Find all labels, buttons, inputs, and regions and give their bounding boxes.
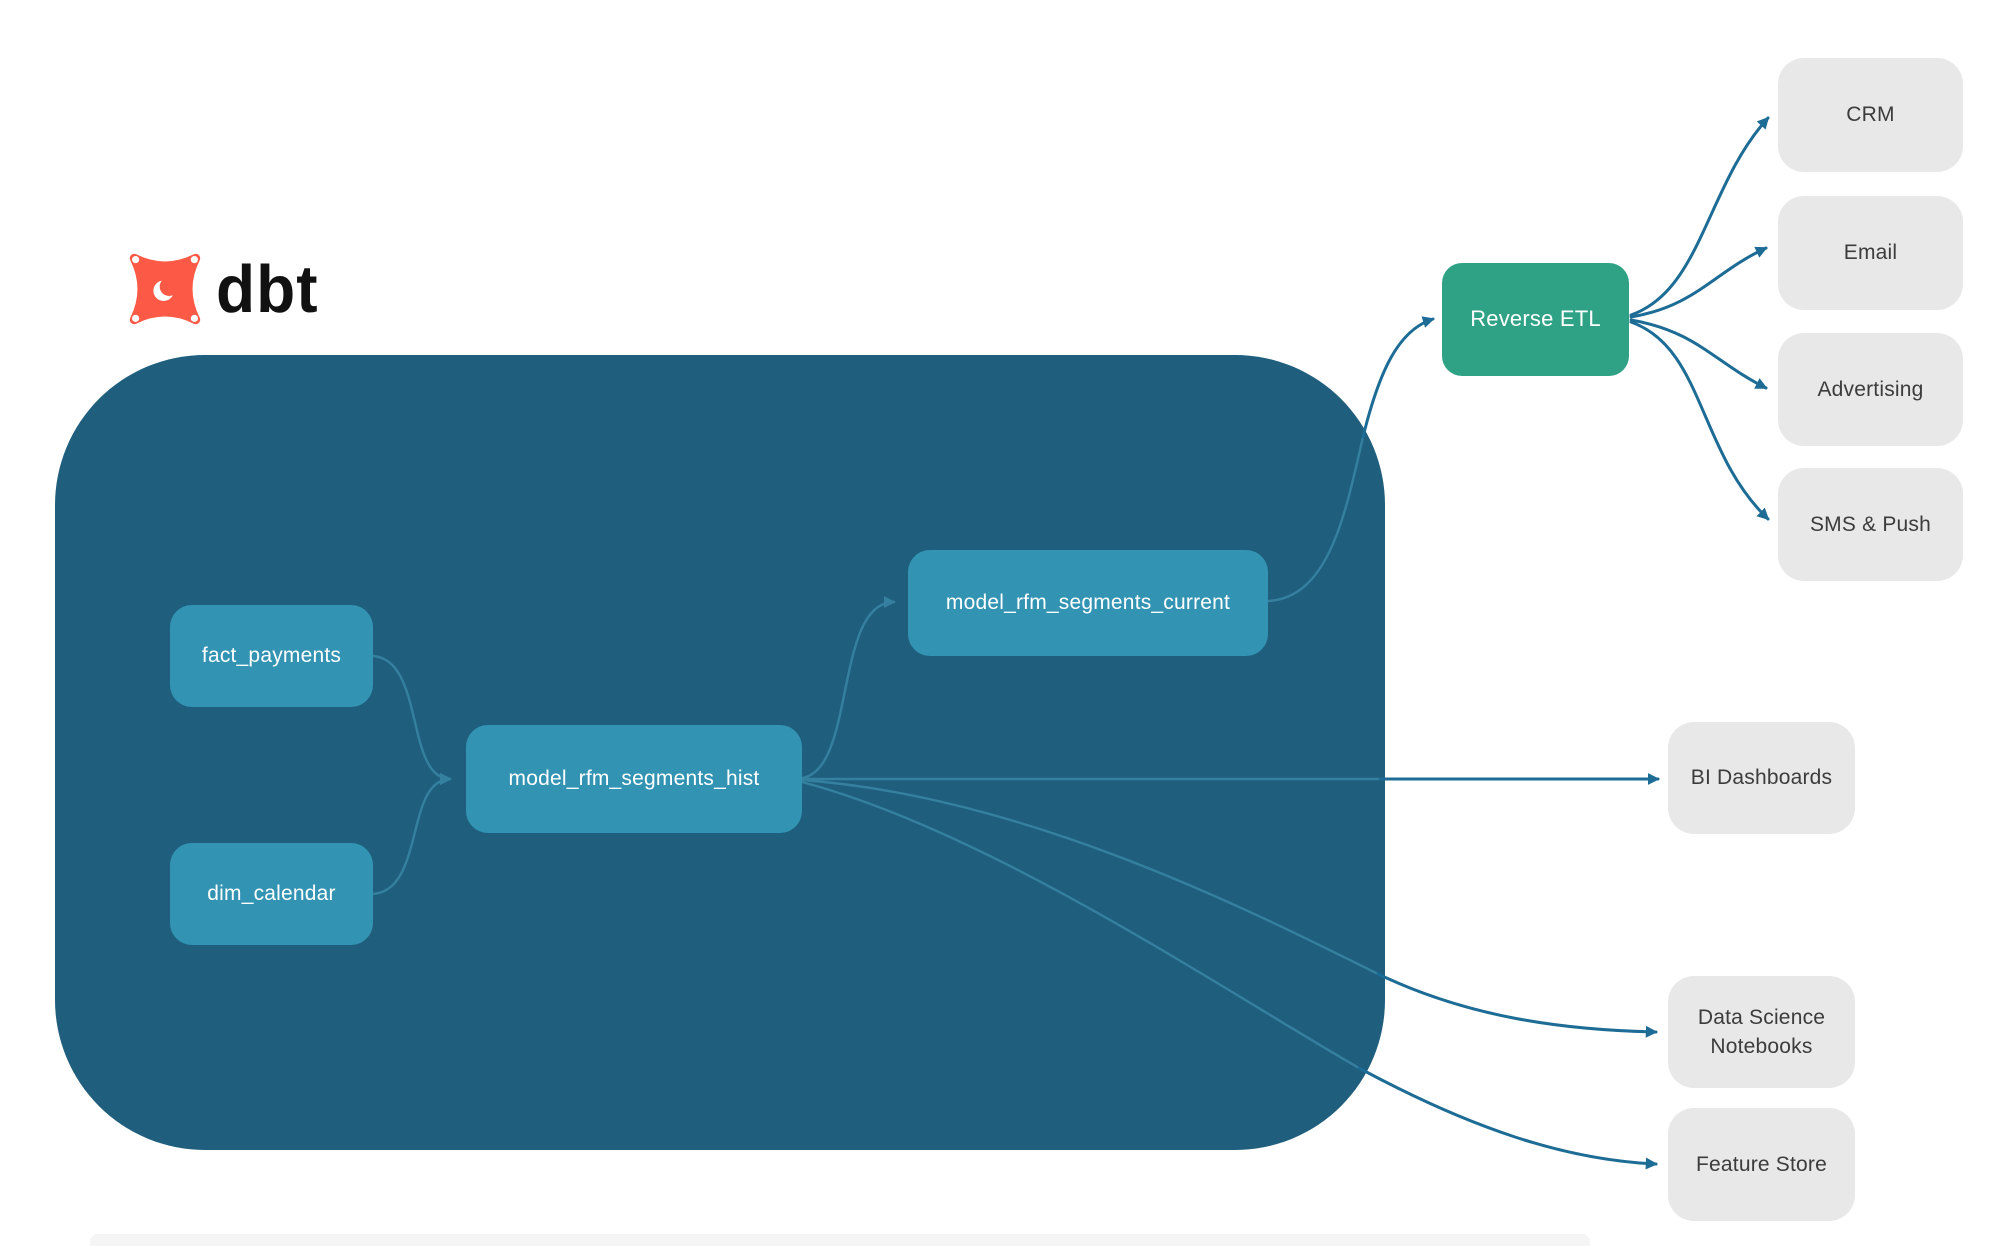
node-label: dim_calendar: [207, 882, 336, 906]
node-reverse-etl[interactable]: Reverse ETL: [1442, 263, 1629, 376]
node-label: Advertising: [1817, 377, 1924, 401]
node-crm[interactable]: CRM: [1778, 58, 1963, 172]
node-fact-payments[interactable]: fact_payments: [170, 605, 373, 707]
edge-hist-to-notebooks-inside: [800, 778, 1380, 976]
edge-reverse-etl-to-email: [1629, 246, 1768, 319]
node-label: Data Science Notebooks: [1697, 1005, 1826, 1058]
bottom-peek-element: [90, 1234, 1590, 1246]
node-advertising[interactable]: Advertising: [1778, 333, 1963, 446]
node-label: BI Dashboards: [1690, 766, 1833, 790]
node-label: Reverse ETL: [1470, 306, 1601, 332]
node-data-science-notebooks[interactable]: Data Science Notebooks: [1668, 976, 1855, 1088]
edge-fact-payments-to-hist: [371, 654, 452, 785]
node-label: model_rfm_segments_current: [945, 591, 1231, 615]
node-model-rfm-segments-hist[interactable]: model_rfm_segments_hist: [466, 725, 802, 833]
node-label: Email: [1843, 241, 1898, 265]
node-dim-calendar[interactable]: dim_calendar: [170, 843, 373, 945]
node-email[interactable]: Email: [1778, 196, 1963, 310]
edge-hist-to-feature-store-inside: [800, 780, 1361, 1070]
edge-hist-to-feature-store-outside: [1357, 1066, 1658, 1170]
edge-current-to-reverse-etl-inside: [1266, 435, 1365, 603]
node-model-rfm-segments-current[interactable]: model_rfm_segments_current: [908, 550, 1268, 656]
node-feature-store[interactable]: Feature Store: [1668, 1108, 1855, 1221]
node-label: CRM: [1846, 103, 1895, 127]
edge-reverse-etl-to-crm: [1629, 116, 1770, 317]
edge-reverse-etl-to-advertising: [1629, 318, 1768, 390]
edge-hist-to-current: [800, 596, 896, 780]
node-label: model_rfm_segments_hist: [508, 767, 760, 791]
edge-reverse-etl-to-sms-push: [1629, 320, 1770, 521]
edge-current-to-reverse-etl-outside: [1361, 316, 1435, 439]
node-bi-dashboards[interactable]: BI Dashboards: [1668, 722, 1855, 834]
node-sms-push[interactable]: SMS & Push: [1778, 468, 1963, 581]
node-label: fact_payments: [201, 644, 342, 668]
edge-hist-to-notebooks-outside: [1376, 972, 1658, 1038]
edge-dim-calendar-to-hist: [371, 773, 452, 896]
dbt-star-icon: [129, 253, 201, 325]
node-label: Feature Store: [1696, 1152, 1827, 1176]
dbt-logo-text: dbt: [216, 251, 319, 327]
dbt-logo: dbt: [124, 248, 319, 330]
node-label: SMS & Push: [1809, 512, 1932, 536]
